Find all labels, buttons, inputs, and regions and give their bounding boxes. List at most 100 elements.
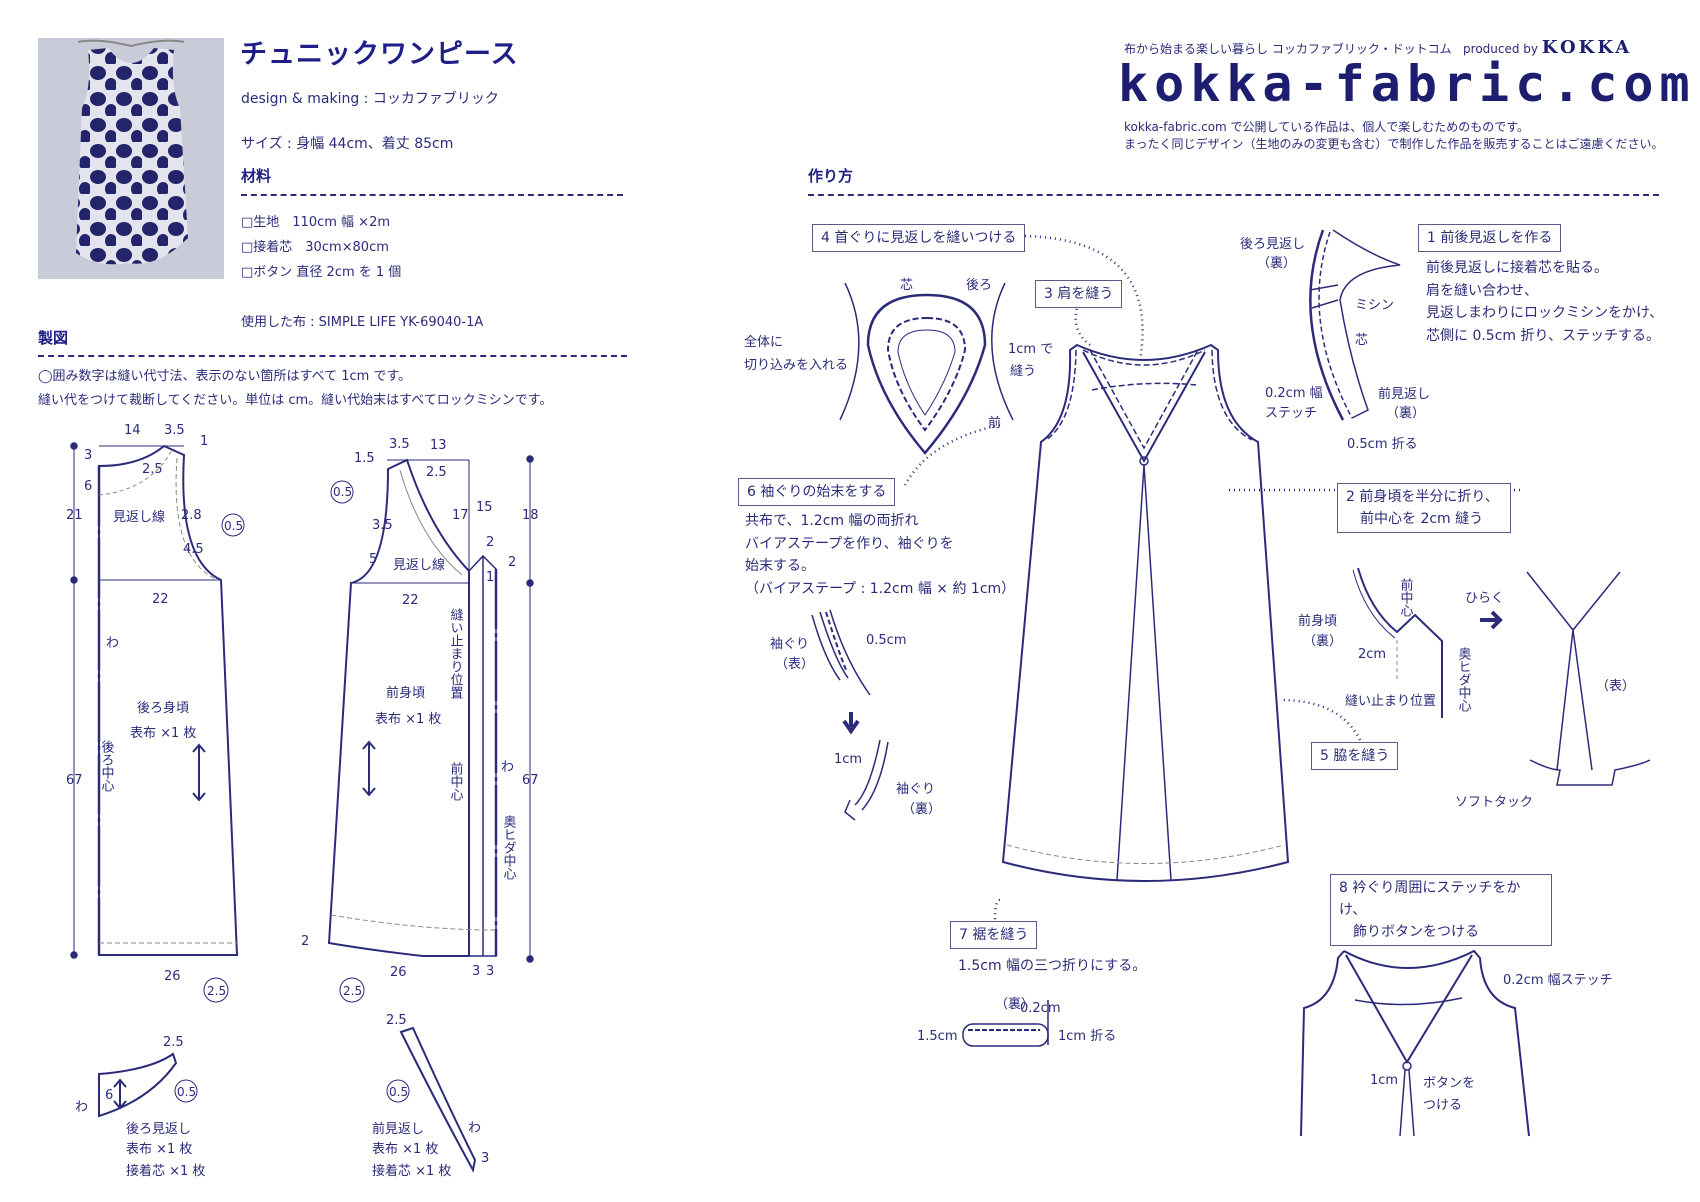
page-title: チュニックワンピース — [240, 39, 519, 70]
howto-diagram-labels: 後ろ見返し （裏） ミシン 芯 0.2cm 幅 ステッチ 前見返し （裏） 0.… — [744, 237, 1635, 1113]
diagram-label: 2 — [301, 934, 309, 949]
step-5-label: 5 脇を縫う — [1311, 742, 1399, 770]
diagram-label: 袖ぐり — [770, 637, 809, 652]
diagram-label: 奥ヒダ中心 — [501, 815, 517, 880]
site-tagline: 布から始まる楽しい暮らし コッカファブリック・ドットコム produced by… — [1124, 37, 1632, 58]
produced-by: produced by — [1463, 42, 1539, 56]
diagram-label: 3 — [486, 964, 494, 979]
step-label-line: 2 前身頃を半分に折り、 — [1346, 489, 1499, 505]
diagram-label: 1 — [486, 570, 494, 585]
diagram-label: （表） — [1596, 679, 1635, 694]
neck-facing-diagram — [839, 282, 1014, 455]
step-7-label: 7 裾を縫う — [950, 921, 1038, 949]
step-label-line: 8 衿ぐり周囲にステッチをかけ、 — [1339, 880, 1521, 918]
diagram-label: わ — [75, 1100, 88, 1115]
diagram-label: 1cm — [1370, 1073, 1398, 1088]
step-text-line: 共布で、1.2cm 幅の両折れ — [745, 513, 919, 529]
diagram-label: 芯 — [1355, 333, 1368, 348]
diagram-label: 前中心 — [1398, 577, 1414, 617]
diagram-label: 前見返し — [372, 1121, 424, 1137]
material-item: □生地 110cm 幅 ×2m — [241, 215, 390, 230]
step-7-text: 1.5cm 幅の三つ折りにする。 — [958, 958, 1147, 974]
facing-labels: 2.5 6 0.5 わ 後ろ見返し 表布 ×1 枚 接着芯 ×1 枚 2.5 0… — [75, 1013, 489, 1179]
diagram-label: 縫う — [1010, 364, 1036, 379]
usage-notice: kokka-fabric.com で公開している作品は、個人で楽しむためのもので… — [1124, 120, 1529, 134]
diagram-label: 67 — [522, 773, 539, 788]
drafting-note: 縫い代をつけて裁断してください。単位は cm。縫い代始末はすべてロックミシンです… — [38, 393, 553, 408]
step-text-line: （バイアステープ : 1.2cm 幅 × 約 1cm） — [745, 580, 1016, 597]
step-3-label: 3 肩を縫う — [1035, 280, 1123, 308]
diagram-label: 1.5 — [354, 451, 375, 466]
diagram-label: 2cm — [1358, 647, 1386, 662]
howto-heading: 作り方 — [808, 167, 854, 185]
diagram-label: 3.5 — [372, 518, 393, 533]
diagram-label: 後ろ身頃 — [137, 700, 189, 716]
diagram-label: 1cm 折る — [1058, 1029, 1116, 1044]
kokka-brand: KOKKA — [1541, 37, 1633, 58]
armhole-binding-diagram — [811, 609, 889, 821]
drafting-note: ◯囲み数字は縫い代寸法、表示のない箇所はすべて 1cm です。 — [38, 369, 412, 384]
diagram-label: 13 — [430, 438, 447, 453]
diagram-label: 1cm — [834, 752, 862, 767]
diagram-label: 67 — [66, 773, 83, 788]
diagram-label: （裏） — [1257, 256, 1296, 271]
diagram-label: ボタンを — [1423, 1076, 1475, 1091]
diagram-label: 2.5 — [207, 984, 226, 998]
diagram-label: 全体に — [744, 334, 783, 350]
step-text-line: 始末する。 — [745, 558, 815, 574]
step-text-line: バイアステープを作り、袖ぐりを — [745, 535, 954, 552]
diagram-label: ひらく — [1465, 591, 1504, 606]
diagram-label: 0.2cm 幅 — [1265, 386, 1323, 401]
diagram-label: 2.5 — [142, 462, 163, 477]
dress-illustration — [1001, 343, 1290, 882]
usage-notice: まったく同じデザイン（生地のみの変更も含む）で制作した作品を販売することはご遠慮… — [1124, 137, 1664, 151]
diagram-label: 17 — [452, 508, 469, 523]
diagram-label: 表布 ×1 枚 — [126, 1142, 192, 1157]
shoulder-facing-diagram — [1309, 229, 1401, 421]
step-text-line: 前後見返しに接着芯を貼る。 — [1426, 260, 1608, 276]
diagram-label: 0.5cm 折る — [1347, 437, 1418, 452]
diagram-label: ミシン — [1355, 298, 1394, 313]
diagram-label: 22 — [402, 593, 419, 608]
step-label-line: 前中心を 2cm 縫う — [1360, 511, 1484, 527]
diagram-label: 0.5 — [177, 1085, 196, 1099]
back-bodice-labels: 14 3.5 1 3 2.5 6 21 見返し線 2.8 0.5 4.5 22 … — [66, 423, 243, 998]
diagram-label: 0.5 — [389, 1085, 408, 1099]
front-bodice-labels: 3.5 13 1.5 2.5 0.5 17 15 18 3.5 2 2 5 1 … — [301, 437, 539, 998]
diagram-label: 26 — [164, 969, 181, 984]
finished-dress-diagram — [1300, 949, 1530, 1137]
diagram-label: 3 — [84, 448, 92, 463]
step-4-label: 4 首ぐりに見返しを縫いつける — [812, 224, 1026, 252]
step-text-line: 見返しまわりにロックミシンをかけ、 — [1426, 305, 1664, 321]
drafting-divider — [38, 355, 627, 357]
diagram-label: 6 — [84, 479, 92, 494]
front-bodice-pattern — [327, 455, 534, 963]
diagram-label: 2 — [486, 535, 494, 550]
diagram-label: 15 — [476, 500, 493, 515]
step-label-line: 飾りボタンをつける — [1353, 924, 1479, 940]
step-text-line: 芯側に 0.5cm 折り、ステッチする。 — [1426, 327, 1660, 344]
diagram-label: 2 — [508, 555, 516, 570]
step-2-label: 2 前身頃を半分に折り、 前中心を 2cm 縫う — [1337, 483, 1511, 533]
diagram-label: 4.5 — [183, 542, 204, 557]
materials-heading: 材料 — [241, 167, 272, 185]
site-logo[interactable]: kokka-fabric.com — [1118, 55, 1696, 113]
diagram-label: わ — [501, 760, 514, 775]
diagram-label: 3.5 — [389, 437, 410, 452]
diagram-label: 18 — [522, 508, 539, 523]
diagram-label: 1 — [200, 434, 208, 449]
diagram-label: わ — [468, 1121, 481, 1136]
step-6-text: 共布で、1.2cm 幅の両折れ バイアステープを作り、袖ぐりを 始末する。 （バ… — [745, 510, 1015, 600]
diagram-label: 見返し線 — [113, 509, 165, 525]
step-text-line: 肩を縫い合わせ、 — [1426, 282, 1538, 299]
step-6-label: 6 袖ぐりの始末をする — [738, 478, 896, 506]
diagram-label: （裏） — [995, 997, 1034, 1012]
diagram-label: 表布 ×1 枚 — [130, 726, 196, 741]
step-1-text: 前後見返しに接着芯を貼る。 肩を縫い合わせ、 見返しまわりにロックミシンをかけ、… — [1426, 257, 1663, 347]
back-facing-pattern — [98, 1052, 178, 1118]
diagram-label: 後ろ見返し — [126, 1122, 191, 1137]
front-facing-pattern — [399, 1026, 477, 1173]
diagram-label: 前身頃 — [386, 685, 425, 701]
fabric-used: 使用した布 : SIMPLE LIFE YK-69040-1A — [241, 315, 484, 330]
